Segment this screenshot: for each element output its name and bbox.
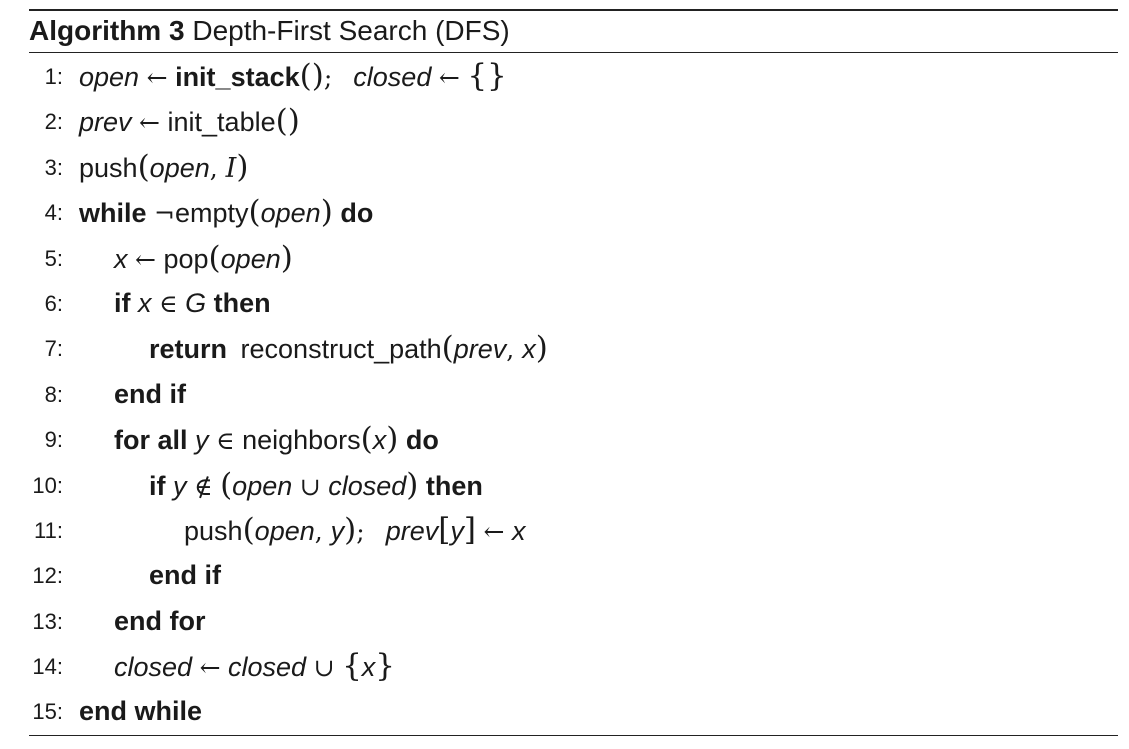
algo-line-6: 6: if x ∈ G then bbox=[29, 281, 1118, 326]
line-number: 2: bbox=[44, 109, 63, 135]
line-code: if x ∈ G then bbox=[114, 287, 271, 318]
line-number: 1: bbox=[44, 64, 63, 89]
caption-rule bbox=[29, 52, 1118, 53]
algorithm-caption: Algorithm 3 Depth-First Search (DFS) bbox=[29, 14, 510, 48]
line-code: x ← pop(open) bbox=[114, 239, 293, 276]
algorithm-title: Depth-First Search (DFS) bbox=[192, 15, 510, 46]
line-number: 12: bbox=[32, 563, 63, 589]
line-number: 10: bbox=[32, 472, 63, 498]
line-code: end if bbox=[149, 560, 221, 591]
line-number: 6: bbox=[44, 290, 63, 316]
line-code: open ← init_stack(); closed ← {} bbox=[79, 58, 507, 94]
line-number: 7: bbox=[44, 336, 63, 362]
algo-line-3: 3: push(open, I) bbox=[29, 145, 1118, 190]
algo-line-12: 12: end if bbox=[29, 553, 1118, 598]
line-code: end for bbox=[114, 605, 206, 636]
line-number: 9: bbox=[44, 427, 63, 453]
bottom-rule bbox=[29, 735, 1118, 736]
line-code: prev ← init_table() bbox=[79, 103, 300, 140]
line-code: if y ∉ (open ∪ closed) then bbox=[149, 466, 483, 503]
line-code: return reconstruct_path(prev, x) bbox=[149, 330, 548, 367]
algo-line-2: 2: prev ← init_table() bbox=[29, 99, 1118, 144]
line-number: 11: bbox=[34, 517, 63, 543]
algo-line-1: 1: open ← init_stack(); closed ← {} bbox=[29, 54, 1118, 99]
algo-line-14: 14: closed ← closed ∪ {x} bbox=[29, 644, 1118, 689]
line-number: 15: bbox=[32, 699, 63, 725]
line-code: end while bbox=[79, 696, 203, 727]
algo-line-15: 15: end while bbox=[29, 689, 1118, 734]
line-code: end if bbox=[114, 378, 186, 409]
line-number: 13: bbox=[32, 608, 63, 634]
line-number: 4: bbox=[44, 200, 63, 226]
algo-line-9: 9: for all y ∈ neighbors(x) do bbox=[29, 417, 1118, 462]
line-code: while ¬empty(open) do bbox=[79, 194, 374, 231]
algorithm-body: 1: open ← init_stack(); closed ← {} 2: p… bbox=[29, 54, 1118, 735]
line-number: 14: bbox=[32, 654, 63, 680]
algo-line-8: 8: end if bbox=[29, 372, 1118, 417]
line-code: push(open, I) bbox=[79, 148, 249, 185]
algo-line-10: 10: if y ∉ (open ∪ closed) then bbox=[29, 463, 1118, 508]
line-number: 3: bbox=[44, 154, 63, 180]
line-code: closed ← closed ∪ {x} bbox=[114, 648, 396, 685]
line-number: 8: bbox=[44, 381, 63, 407]
algorithm-block: Algorithm 3 Depth-First Search (DFS) 1: … bbox=[29, 0, 1118, 749]
algorithm-label: Algorithm 3 bbox=[29, 15, 185, 46]
algo-line-7: 7: return reconstruct_path(prev, x) bbox=[29, 326, 1118, 371]
top-rule bbox=[29, 9, 1118, 11]
algo-line-13: 13: end for bbox=[29, 599, 1118, 644]
line-number: 5: bbox=[44, 245, 63, 271]
algo-line-5: 5: x ← pop(open) bbox=[29, 236, 1118, 281]
algo-line-11: 11: push(open, y); prev[y] ← x bbox=[29, 508, 1118, 553]
line-code: for all y ∈ neighbors(x) do bbox=[114, 421, 439, 458]
algo-line-4: 4: while ¬empty(open) do bbox=[29, 190, 1118, 235]
line-code: push(open, y); prev[y] ← x bbox=[184, 511, 526, 548]
